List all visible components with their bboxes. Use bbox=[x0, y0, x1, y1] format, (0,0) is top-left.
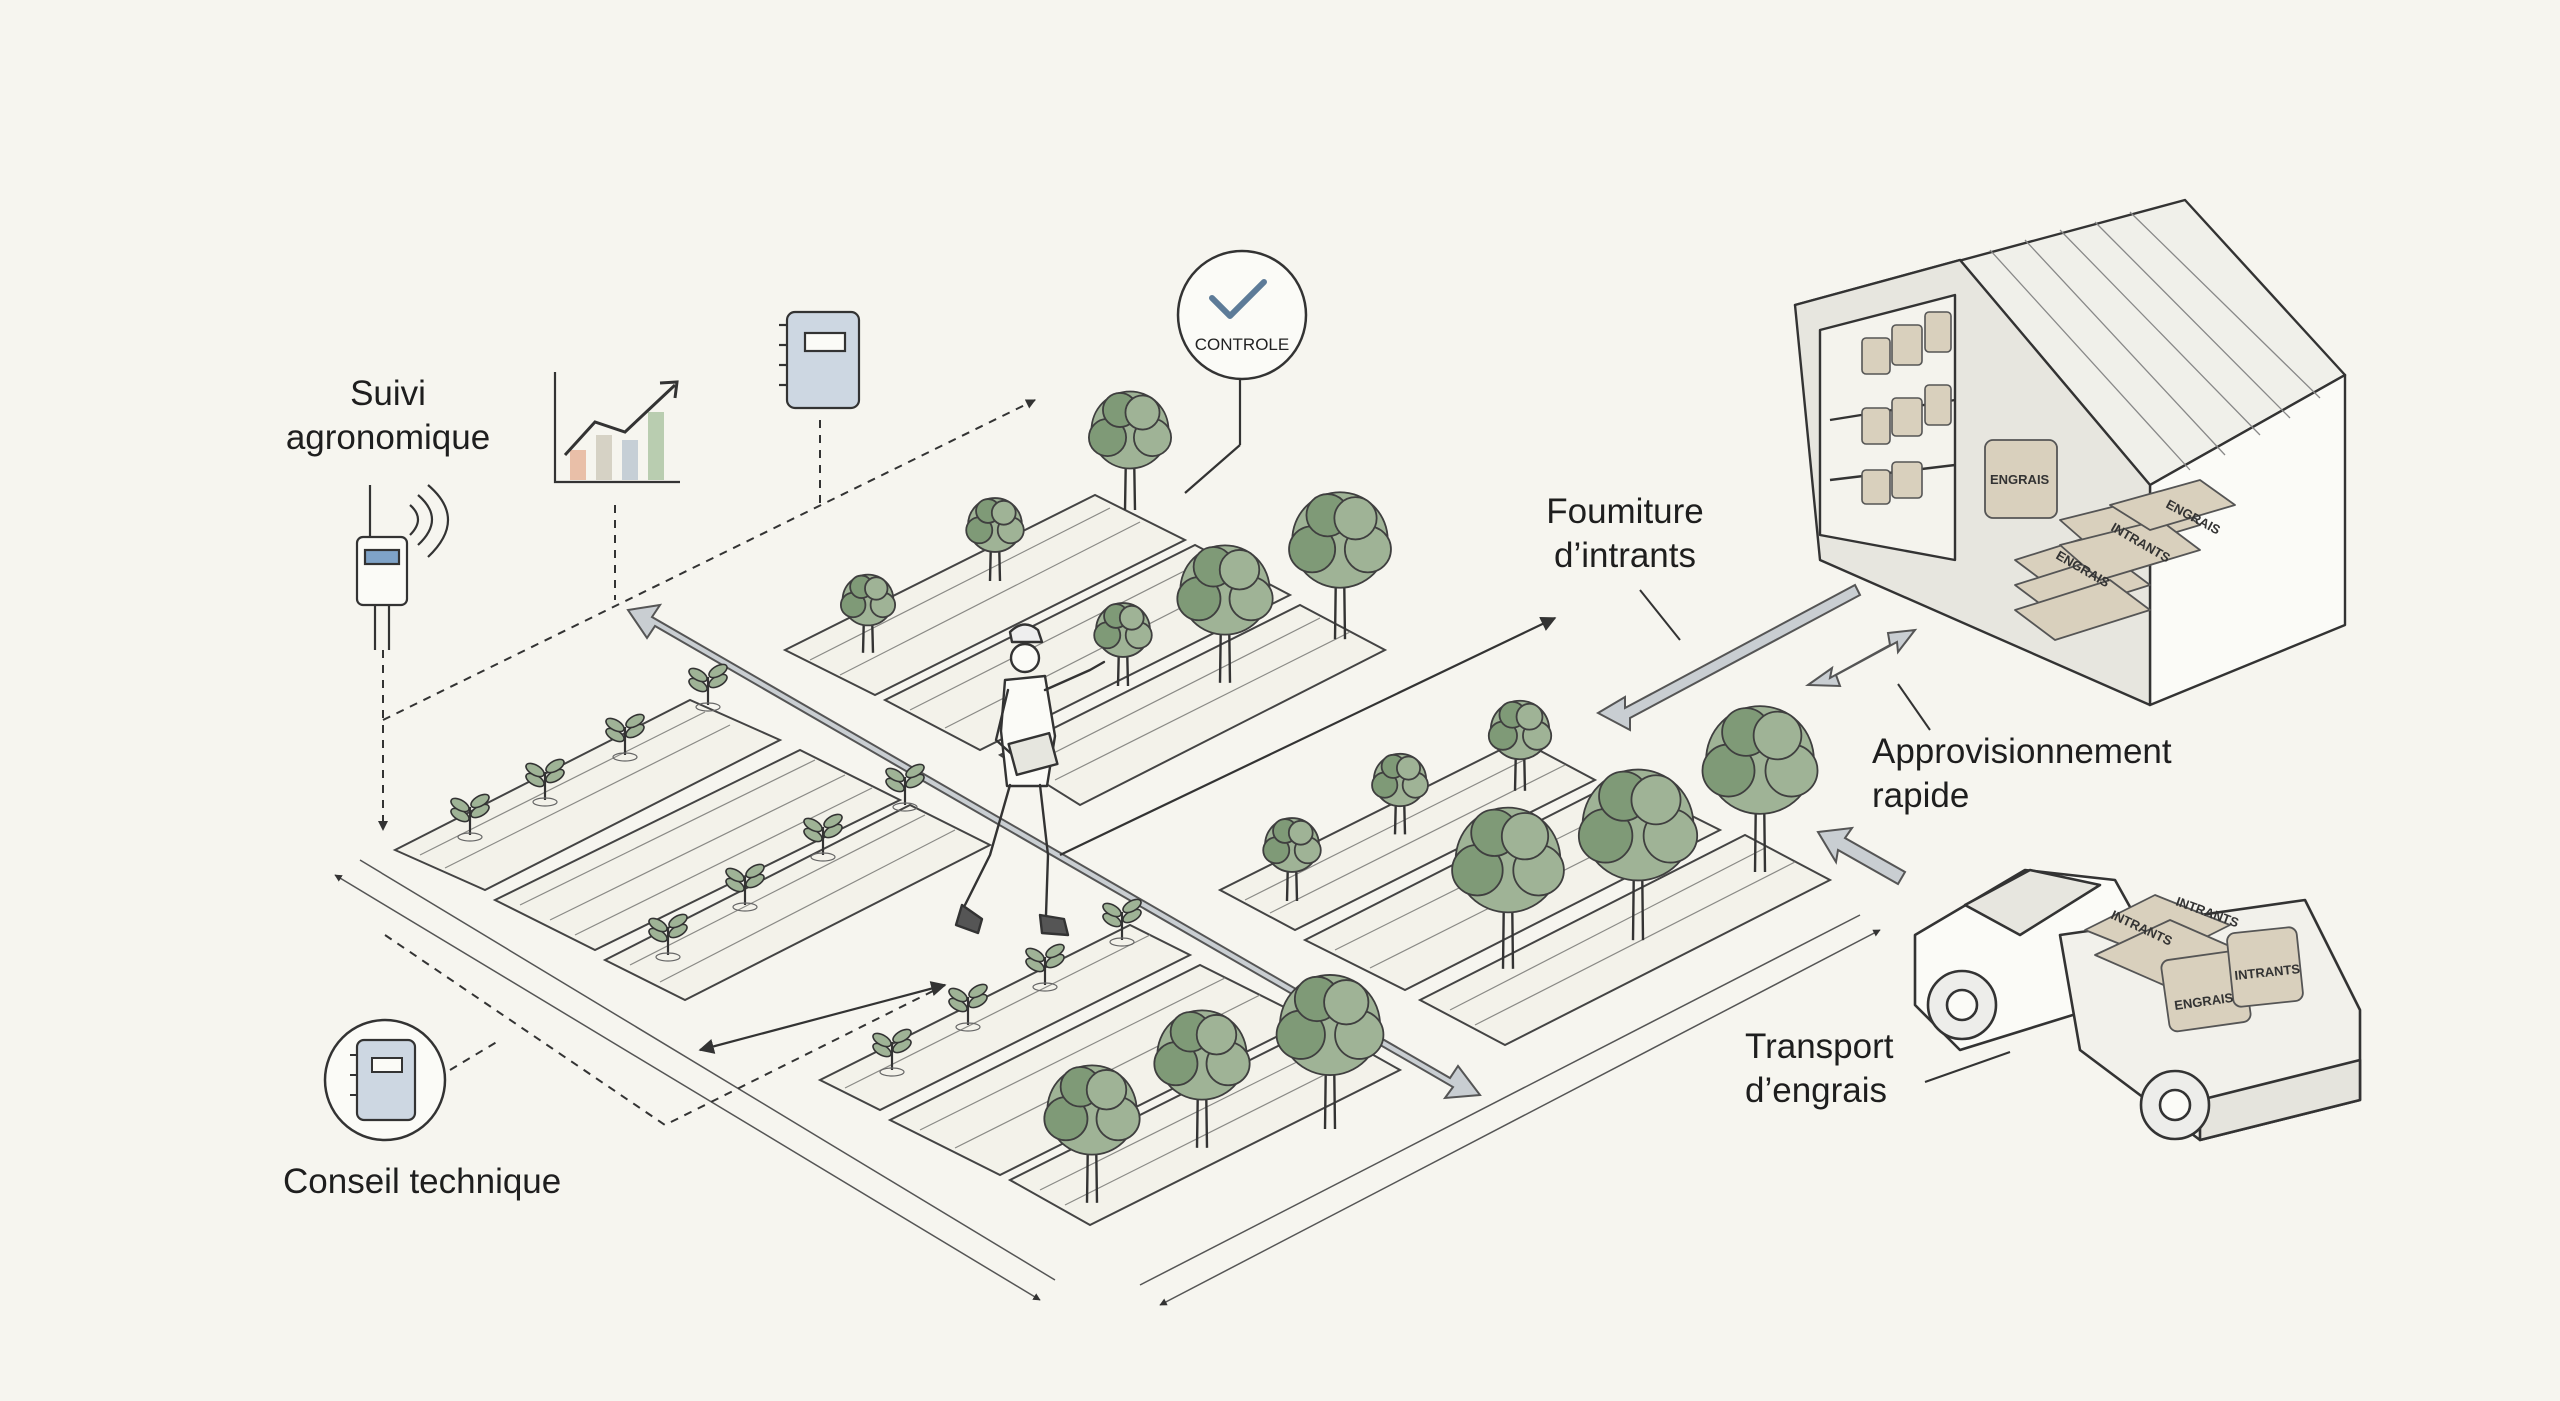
tree-icon bbox=[1153, 1009, 1251, 1148]
seedling-icon bbox=[803, 813, 843, 862]
label-conseil-line: Conseil technique bbox=[283, 1162, 562, 1201]
antenna-sensor-icon bbox=[355, 484, 450, 650]
tree-icon bbox=[1577, 768, 1699, 941]
label-suivi-agronomique: Suivi agronomique bbox=[268, 372, 508, 460]
tree-icon bbox=[1176, 544, 1274, 683]
tree-icon bbox=[1487, 699, 1553, 791]
tree-icon bbox=[1043, 1064, 1141, 1203]
supply-arrow bbox=[1595, 583, 1862, 732]
label-conseil-technique: Conseil technique bbox=[283, 1160, 561, 1204]
checkmark-icon bbox=[1209, 279, 1267, 319]
label-approvisionnement-line-1: Approvisionnement bbox=[1872, 732, 2172, 771]
tree-icon bbox=[1451, 806, 1565, 969]
dashed-connectors bbox=[378, 399, 1036, 1127]
tree-icon bbox=[965, 497, 1025, 582]
pickup-truck-icon bbox=[1913, 868, 2362, 1142]
bottom-double-arrow bbox=[698, 981, 947, 1054]
tree-icon bbox=[839, 573, 897, 653]
label-transport-line-2: d’engrais bbox=[1745, 1071, 1888, 1110]
seedling-icon bbox=[948, 983, 988, 1032]
seedling-icon bbox=[605, 713, 645, 762]
flow-arrows bbox=[626, 583, 1918, 1100]
dimension-lines bbox=[334, 859, 1881, 1306]
trees bbox=[839, 390, 1819, 1203]
bag-label-intrants-4: INTRANTS bbox=[2234, 961, 2301, 983]
controle-badge bbox=[1176, 249, 1308, 494]
bag-label-engrais-1: ENGRAIS bbox=[1990, 472, 2050, 487]
label-suivi-line-1: Suivi bbox=[350, 374, 426, 413]
thin-arrows bbox=[698, 617, 1557, 1054]
controle-badge-text: CONTROLE bbox=[1195, 335, 1289, 354]
tree-icon bbox=[1371, 752, 1429, 835]
tree-icon bbox=[1701, 705, 1819, 873]
label-fourniture-line-1: Foumiture bbox=[1546, 492, 1704, 531]
tree-icon bbox=[1093, 602, 1153, 687]
seedling-icon bbox=[885, 763, 925, 812]
seedling-icon bbox=[525, 758, 565, 807]
notebook-icon bbox=[779, 310, 861, 410]
truck-to-field-arrow bbox=[1816, 826, 1907, 886]
label-fourniture-intrants: Foumiture d’intrants bbox=[1505, 490, 1745, 578]
seedling-icon bbox=[872, 1028, 912, 1077]
conseil-technique-badge bbox=[323, 1018, 447, 1142]
bar-chart-icon bbox=[553, 372, 680, 484]
tree-icon bbox=[1088, 390, 1173, 511]
tree-icon bbox=[1288, 491, 1392, 640]
leader-lines bbox=[1639, 589, 2011, 1083]
label-approvisionnement-rapide: Approvisionnement rapide bbox=[1872, 730, 2172, 818]
label-fourniture-line-2: d’intrants bbox=[1553, 536, 1697, 575]
tree-icon bbox=[1275, 974, 1385, 1130]
seedling-icon bbox=[1025, 943, 1065, 992]
seedling-icon bbox=[450, 793, 490, 842]
main-diagonal-arrow bbox=[626, 603, 1482, 1100]
label-transport-line-1: Transport bbox=[1745, 1027, 1894, 1066]
farmer-to-supply-arrow bbox=[1059, 617, 1557, 856]
resupply-double-arrow bbox=[1804, 628, 1918, 688]
plot-trees-top-3 bbox=[997, 603, 1388, 807]
label-suivi-line-2: agronomique bbox=[285, 418, 491, 457]
label-transport-engrais: Transport d’engrais bbox=[1745, 1025, 1893, 1113]
label-approvisionnement-line-2: rapide bbox=[1872, 776, 1970, 815]
farmer-icon bbox=[954, 623, 1106, 937]
warehouse-icon bbox=[1793, 198, 2347, 707]
seedling-icon bbox=[725, 863, 765, 912]
seedling-icon bbox=[648, 913, 688, 962]
tree-icon bbox=[1262, 817, 1322, 902]
seedling-icon bbox=[1102, 898, 1142, 947]
seedlings bbox=[450, 663, 1142, 1077]
seedling-icon bbox=[688, 663, 728, 712]
